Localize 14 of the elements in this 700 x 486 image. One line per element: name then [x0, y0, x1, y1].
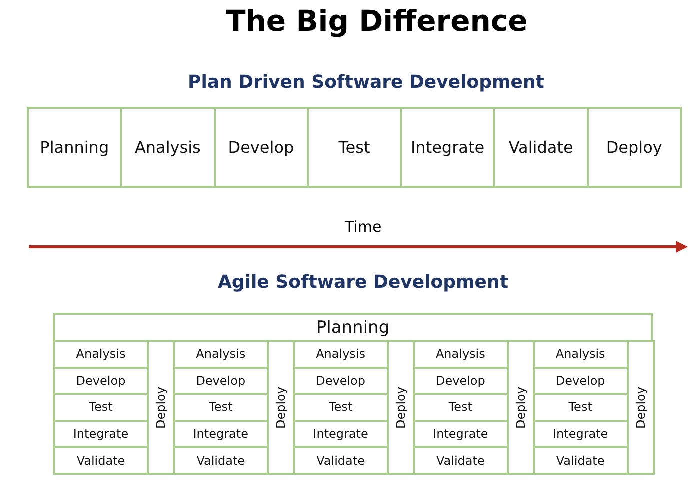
title: The Big Difference	[226, 4, 528, 38]
section-heading: Agile Software Development	[218, 272, 508, 293]
process-box: Integrate	[400, 107, 496, 188]
process-box: Deploy	[626, 340, 655, 475]
process-box: Deploy	[586, 107, 682, 188]
process-box: Validate	[53, 446, 149, 475]
process-box: Validate	[493, 107, 589, 188]
process-box: Planning	[53, 313, 653, 342]
process-box: Analysis	[120, 107, 216, 188]
process-box: Test	[306, 107, 402, 188]
process-box: Planning	[27, 107, 122, 188]
process-box: Develop	[214, 107, 309, 188]
section-heading: Plan Driven Software Development	[188, 72, 544, 93]
axis-label: Time	[345, 218, 382, 236]
